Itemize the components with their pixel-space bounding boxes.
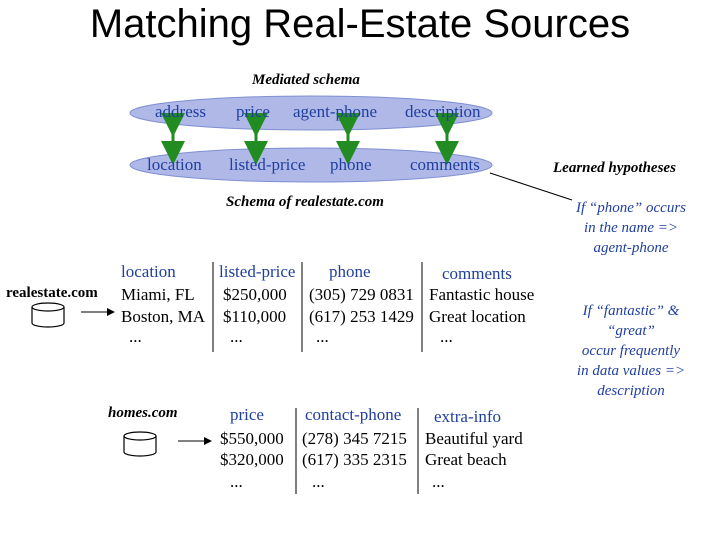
learned-hypotheses-label: Learned hypotheses bbox=[553, 160, 676, 176]
hypothesis-line: “great” bbox=[607, 323, 655, 339]
homes-header-price: price bbox=[230, 405, 264, 424]
homes-header-extra-info: extra-info bbox=[434, 407, 502, 426]
source-attr-location: location bbox=[147, 155, 202, 174]
source-attr-listed-price: listed-price bbox=[229, 155, 306, 174]
homes-cell: Great beach bbox=[425, 450, 507, 469]
page-title: Matching Real-Estate Sources bbox=[89, 2, 631, 46]
mediated-attr-agent-phone: agent-phone bbox=[293, 102, 378, 121]
homes-cell: $320,000 bbox=[220, 450, 284, 469]
realestate-cell: ... bbox=[316, 327, 329, 346]
realestate-cell: Great location bbox=[429, 307, 526, 326]
hypothesis-phone: If “phone” occurs in the name => agent-p… bbox=[552, 198, 710, 258]
hypothesis-line: in the name => bbox=[584, 220, 678, 236]
realestate-source-name: realestate.com bbox=[6, 285, 98, 301]
hypothesis-line: in data values => bbox=[576, 363, 686, 379]
homes-cell: ... bbox=[230, 472, 243, 491]
homes-cell: ... bbox=[312, 472, 325, 491]
hypothesis-line: description bbox=[597, 383, 665, 399]
source-schema-ellipse bbox=[129, 147, 493, 183]
homes-cell: (617) 335 2315 bbox=[302, 450, 407, 469]
mediated-attr-price: price bbox=[236, 102, 270, 121]
source-attr-comments: comments bbox=[410, 155, 480, 174]
hypothesis-line: agent-phone bbox=[593, 240, 669, 256]
realestate-cell: (617) 253 1429 bbox=[309, 307, 414, 326]
database-icon bbox=[31, 302, 65, 328]
mediated-attr-description: description bbox=[405, 102, 481, 121]
source-schema-label: Schema of realestate.com bbox=[226, 194, 384, 210]
homes-header-contact-phone: contact-phone bbox=[305, 405, 402, 424]
realestate-header-phone: phone bbox=[329, 262, 371, 281]
mediated-schema-ellipse bbox=[129, 95, 493, 131]
mediated-schema-label: Mediated schema bbox=[252, 72, 360, 88]
hypothesis-line: If “fantastic” & bbox=[582, 303, 680, 319]
hypothesis-line: If “phone” occurs bbox=[576, 200, 686, 216]
hypothesis-fantastic: If “fantastic” & “great” occur frequentl… bbox=[552, 301, 710, 401]
homes-cell: Beautiful yard bbox=[425, 429, 523, 448]
realestate-cell: ... bbox=[440, 327, 453, 346]
realestate-cell: ... bbox=[230, 327, 243, 346]
homes-cell: $550,000 bbox=[220, 429, 284, 448]
homes-cell: (278) 345 7215 bbox=[302, 429, 407, 448]
realestate-cell: Boston, MA bbox=[121, 307, 206, 326]
source-attr-phone: phone bbox=[330, 155, 372, 174]
realestate-cell: Fantastic house bbox=[429, 285, 535, 304]
realestate-cell: $110,000 bbox=[223, 307, 287, 326]
database-icon bbox=[123, 431, 157, 457]
mediated-attr-address: address bbox=[155, 102, 206, 121]
connector-line bbox=[489, 172, 573, 201]
homes-source-name: homes.com bbox=[108, 405, 178, 421]
homes-cell: ... bbox=[432, 472, 445, 491]
hypothesis-line: occur frequently bbox=[581, 343, 681, 359]
realestate-header-location: location bbox=[121, 262, 176, 281]
realestate-cell: Miami, FL bbox=[121, 285, 195, 304]
realestate-header-comments: comments bbox=[442, 264, 512, 283]
realestate-cell: ... bbox=[129, 327, 142, 346]
realestate-cell: (305) 729 0831 bbox=[309, 285, 414, 304]
realestate-header-listed-price: listed-price bbox=[219, 262, 296, 281]
realestate-cell: $250,000 bbox=[223, 285, 287, 304]
